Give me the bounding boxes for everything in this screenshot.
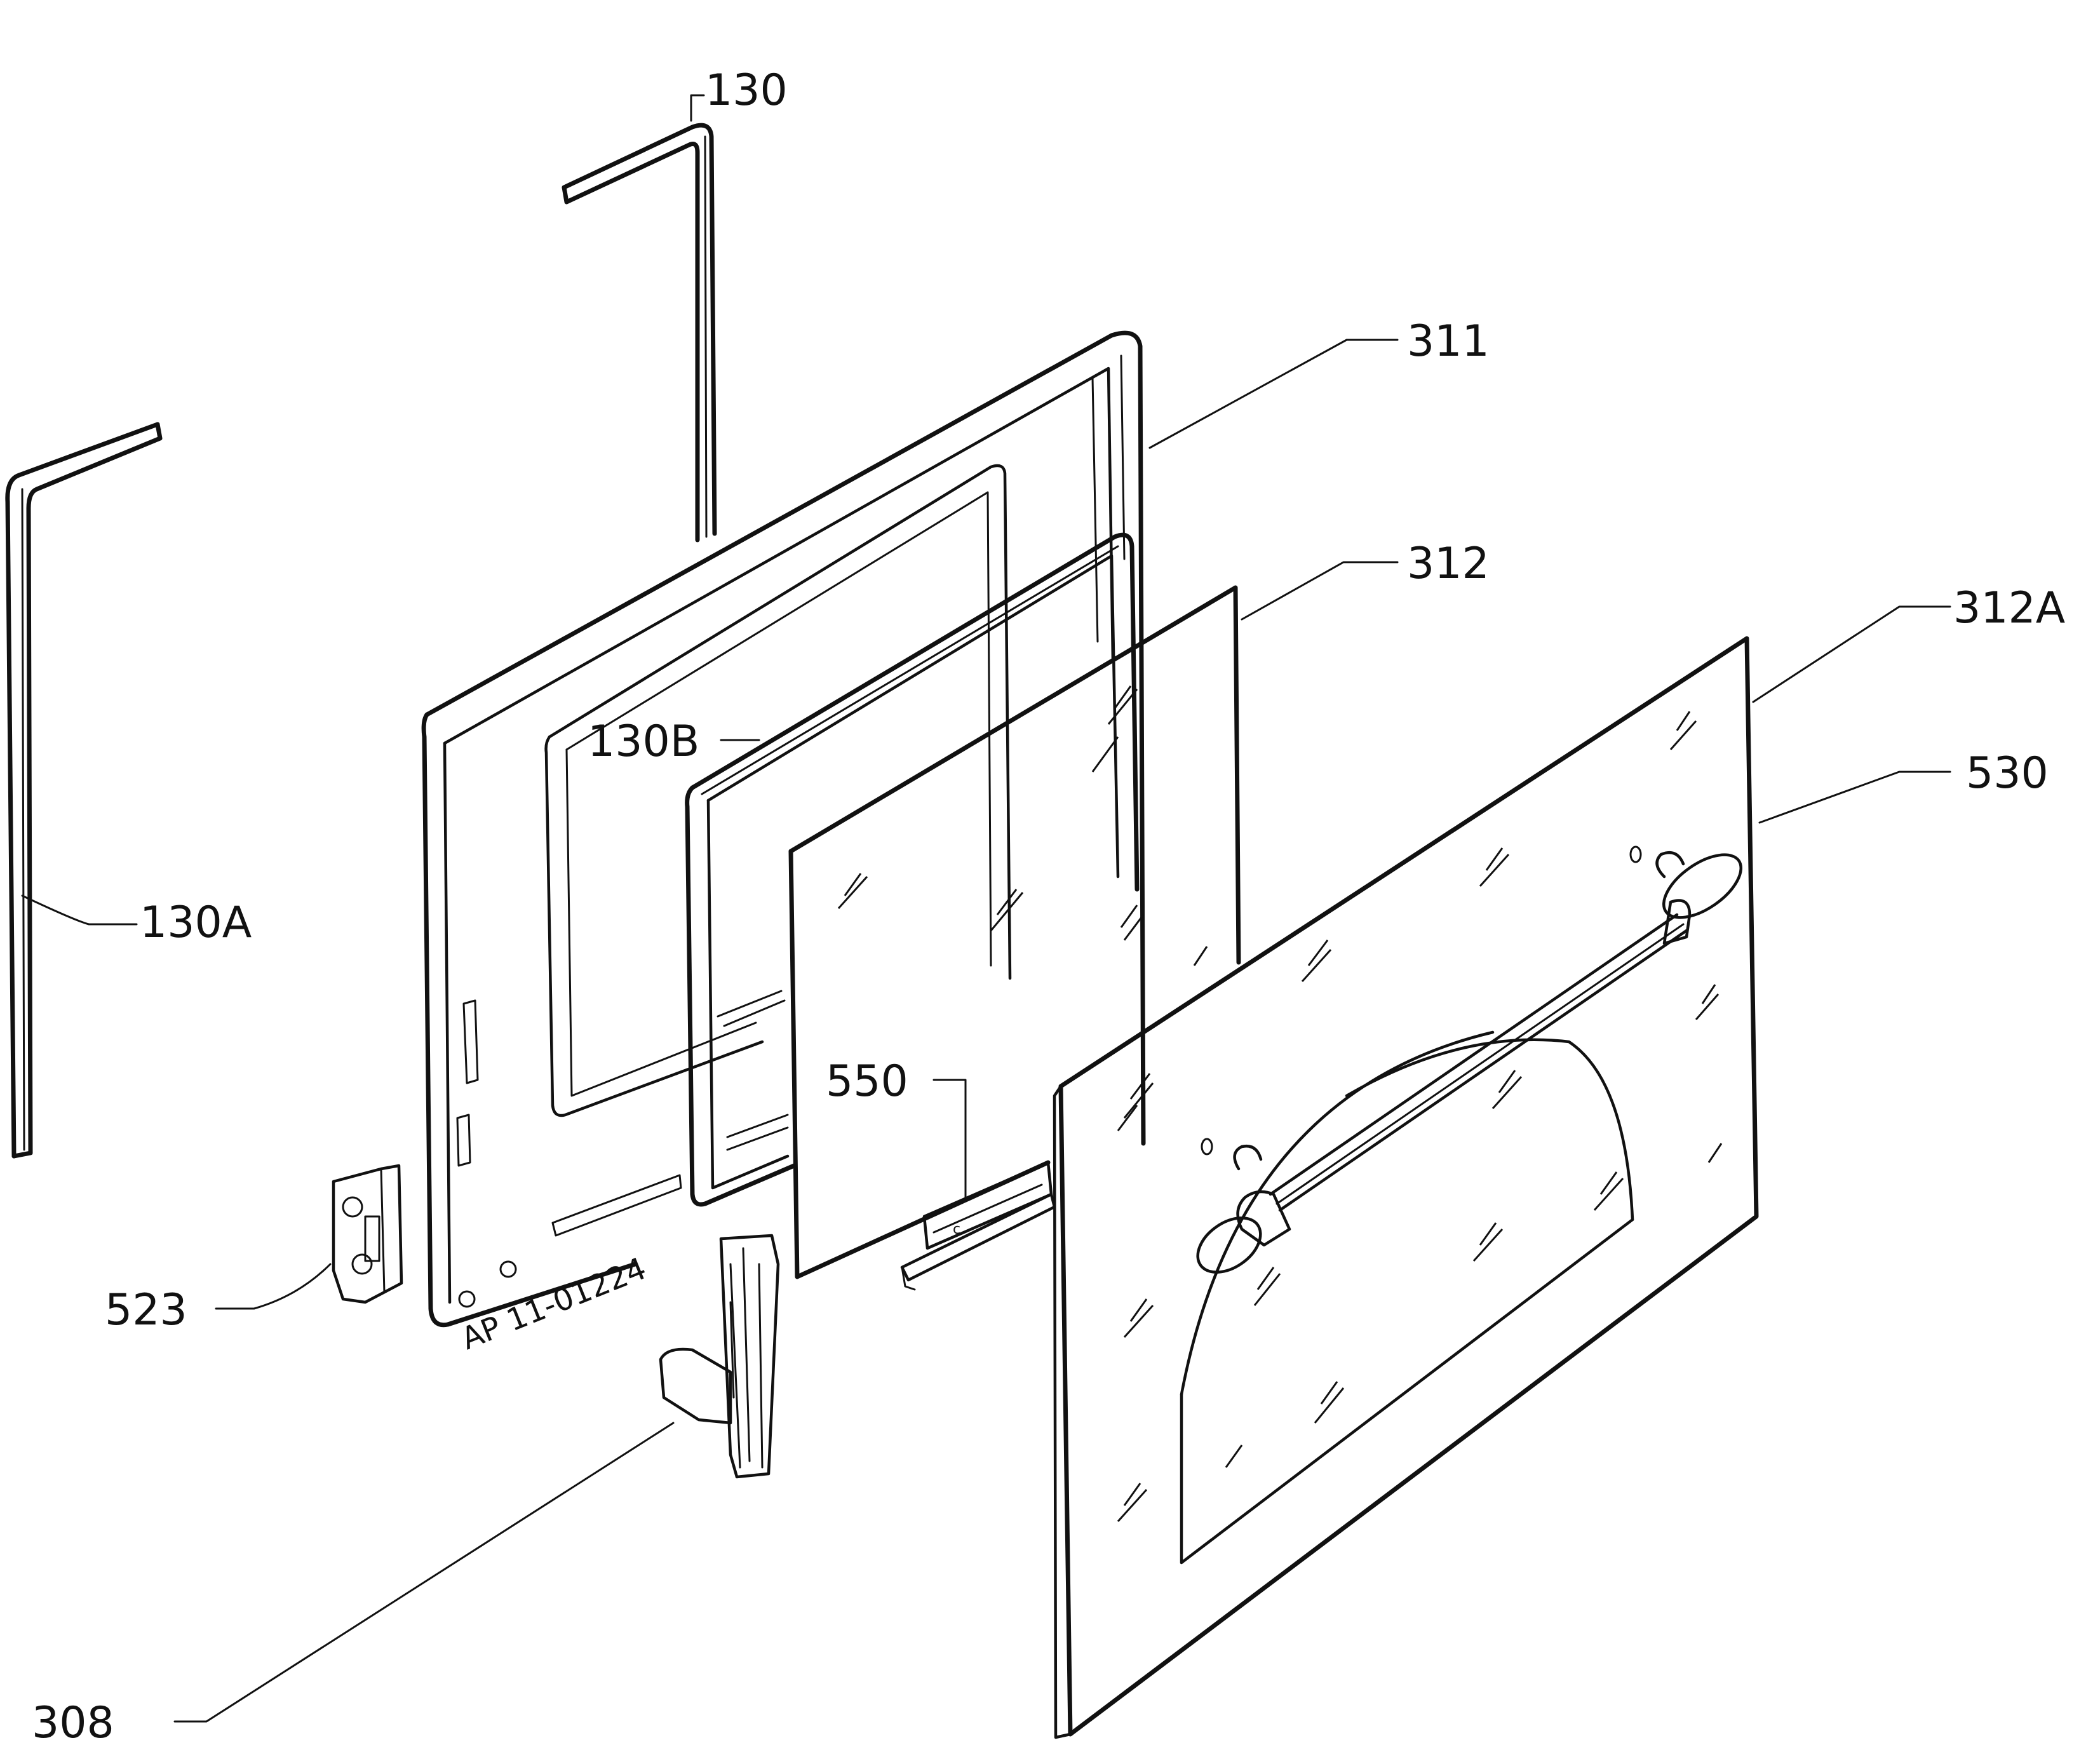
door-handle-530 <box>1196 846 1743 1274</box>
callout-523: 523 <box>105 1285 187 1335</box>
rail-550: c <box>900 1161 1056 1291</box>
callout-312A: 312A <box>1953 583 2065 633</box>
leader-311 <box>1148 339 1399 449</box>
leader-308 <box>173 1422 675 1723</box>
hinge-bracket-523 <box>332 1164 403 1304</box>
callout-550: 550 <box>826 1056 908 1107</box>
leader-130 <box>690 94 705 122</box>
callout-130A: 130A <box>140 898 252 948</box>
drawing-code: AP 11-01224 <box>457 1251 652 1357</box>
leader-lines <box>21 94 1951 1723</box>
leader-312 <box>1241 561 1399 621</box>
leader-550 <box>932 1079 967 1202</box>
leader-530 <box>1758 771 1951 824</box>
outer-glass-312A <box>1053 636 1759 1739</box>
callout-312: 312 <box>1407 539 1490 589</box>
callout-308: 308 <box>32 1698 114 1742</box>
callout-530: 530 <box>1966 748 2049 798</box>
leader-312A <box>1752 605 1951 703</box>
callout-311: 311 <box>1407 316 1490 367</box>
gasket-130B <box>685 532 1140 1207</box>
seal-strip-130A <box>5 422 163 1159</box>
leader-523 <box>215 1263 332 1310</box>
hinge-308 <box>659 1234 780 1479</box>
seal-strip-130 <box>562 123 717 542</box>
leader-130A <box>21 894 138 926</box>
rail-mark: c <box>953 1222 960 1237</box>
glass-panel-312 <box>788 585 1241 1279</box>
callout-labels: 130 130A 130B 311 312 312A 530 550 523 3… <box>32 65 2065 1745</box>
callout-130B: 130B <box>588 717 699 767</box>
callout-130: 130 <box>705 65 788 116</box>
